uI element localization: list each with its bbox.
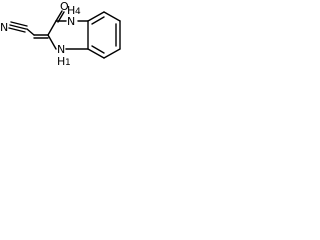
benzene-bond-1 [87, 11, 105, 22]
nitrile-nitrogen-label: N [0, 21, 8, 34]
ring-bond-c2-c3 [47, 20, 57, 36]
benzene-bond-4 [103, 48, 121, 59]
benzene-ring [87, 11, 121, 59]
ring-bond-c2-n1 [47, 34, 57, 50]
triple-bond-line-1 [9, 24, 27, 30]
nitrile-to-vinyl-bond [26, 28, 35, 36]
amine-bottom-n: N [57, 43, 65, 56]
nitrile-group: N [0, 21, 28, 34]
pyrazinone-ring [47, 10, 89, 50]
amine-top-h: H [67, 4, 75, 17]
amine-bottom-locant: 1 [65, 58, 71, 68]
amine-bottom-h: H [57, 55, 65, 68]
benzene-inner-double-3 [91, 45, 105, 54]
amine-bottom-label: N H 1 [57, 43, 71, 68]
triple-bond-line-3 [10, 21, 28, 27]
amine-top-locant: 4 [75, 7, 81, 17]
methylidene-linker [26, 28, 49, 39]
carbonyl-bond-a [55, 10, 63, 22]
triple-bond-line-2 [8, 27, 26, 33]
benzene-bond-5 [87, 48, 105, 59]
carbonyl-oxygen-label: O [60, 0, 69, 13]
benzene-bond-2 [103, 11, 121, 22]
amine-top-label: H N 4 [67, 4, 81, 28]
structure-diagram: N O H N 4 N H 1 [0, 0, 121, 68]
benzene-inner-double-1 [91, 16, 105, 25]
amine-top-n: N [67, 15, 75, 28]
